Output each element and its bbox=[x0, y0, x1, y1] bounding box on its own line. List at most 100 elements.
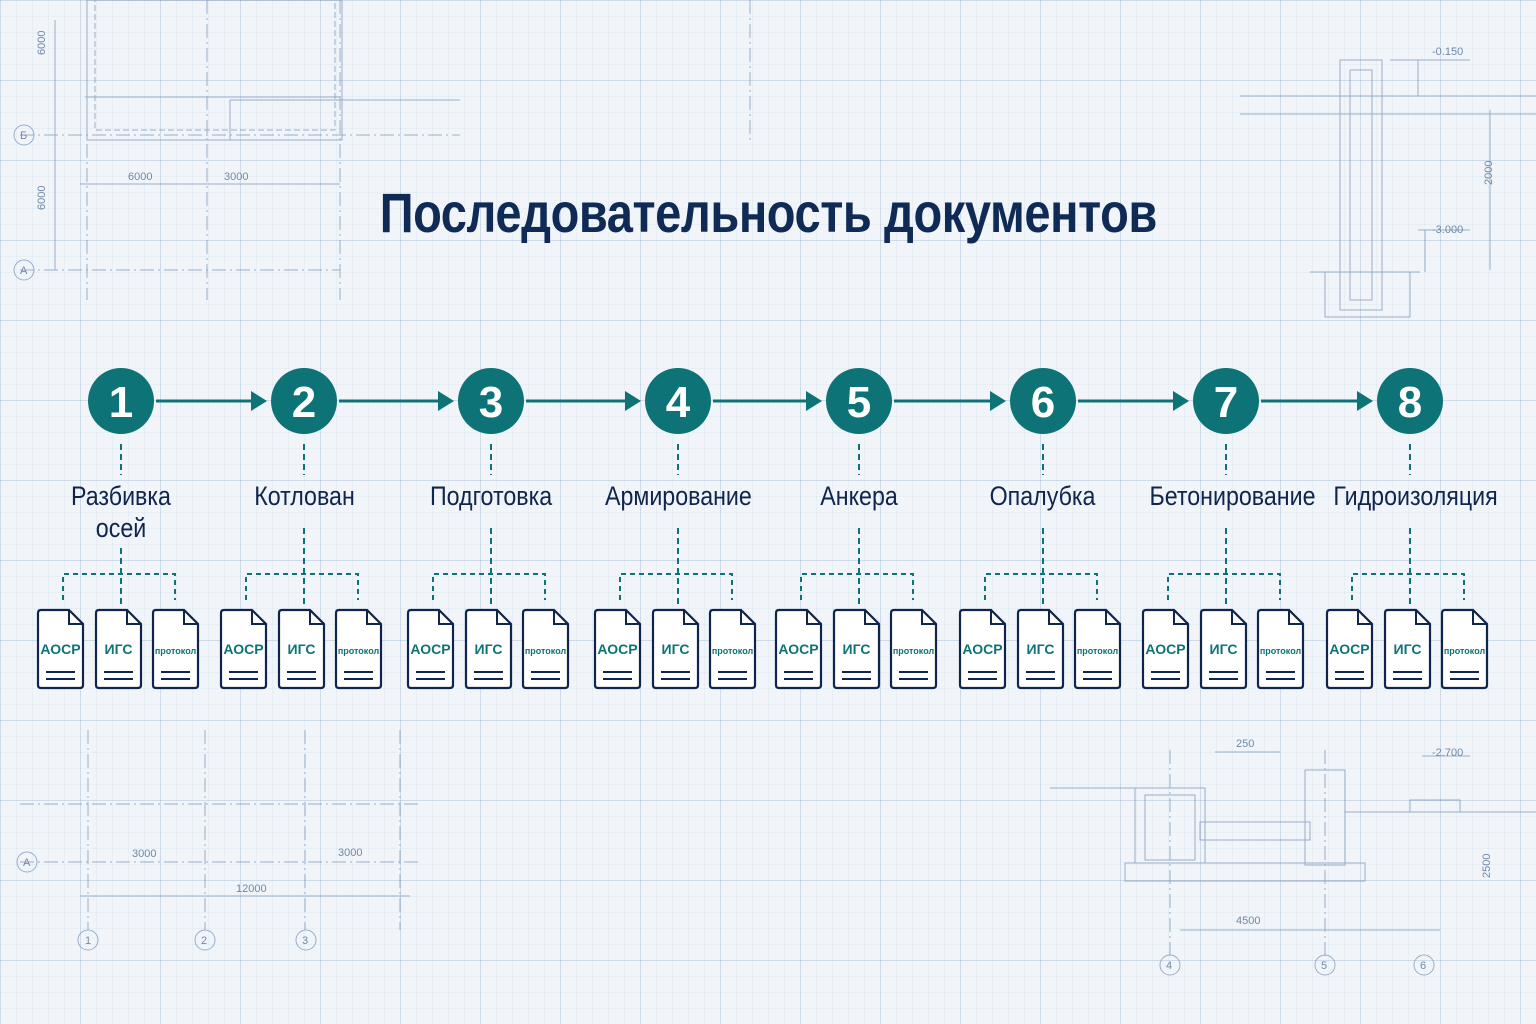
document-icon bbox=[958, 608, 1007, 690]
document-fold bbox=[990, 610, 1005, 625]
document-label: ИГС bbox=[288, 641, 316, 657]
step-label-text: Разбивка осей bbox=[71, 481, 171, 543]
document-label: протокол bbox=[893, 646, 935, 656]
step-label: Бетонирование bbox=[1136, 480, 1316, 512]
document-fold bbox=[1288, 610, 1303, 625]
step-circle bbox=[271, 368, 337, 434]
step-number: 1 bbox=[109, 378, 133, 427]
step-circle bbox=[1010, 368, 1076, 434]
document-icon bbox=[651, 608, 700, 690]
document-fold bbox=[740, 610, 755, 625]
document-bracket bbox=[1167, 573, 1281, 600]
arrow-head-icon bbox=[1173, 391, 1189, 411]
svg-text:5: 5 bbox=[1321, 960, 1327, 972]
step-label: Гидроизоляция bbox=[1320, 480, 1500, 512]
document-bracket bbox=[1351, 573, 1465, 600]
svg-text:4500: 4500 bbox=[1236, 915, 1260, 927]
document-label: ИГС bbox=[1210, 641, 1238, 657]
svg-text:4: 4 bbox=[1166, 960, 1172, 972]
step-label-text: Гидроизоляция bbox=[1333, 481, 1498, 511]
document-icon bbox=[1199, 608, 1248, 690]
document-icon bbox=[406, 608, 455, 690]
step-label-text: Анкера bbox=[820, 481, 898, 511]
svg-text:А: А bbox=[23, 857, 31, 869]
step-circle bbox=[1377, 368, 1443, 434]
document-bracket bbox=[800, 573, 914, 600]
document-fold bbox=[438, 610, 453, 625]
document-bracket bbox=[984, 573, 1098, 600]
document-icon bbox=[277, 608, 326, 690]
svg-text:6000: 6000 bbox=[36, 186, 48, 210]
document-fold bbox=[553, 610, 568, 625]
document-icon bbox=[1016, 608, 1065, 690]
document-bracket bbox=[245, 573, 359, 600]
svg-text:2000: 2000 bbox=[1483, 161, 1495, 185]
step-circle bbox=[826, 368, 892, 434]
svg-text:-2.700: -2.700 bbox=[1432, 747, 1463, 759]
arrow-head-icon bbox=[625, 391, 641, 411]
document-fold bbox=[1048, 610, 1063, 625]
document-label: протокол bbox=[712, 646, 754, 656]
step-label: Анкера bbox=[769, 480, 949, 512]
step-number: 4 bbox=[666, 378, 691, 427]
document-fold bbox=[183, 610, 198, 625]
document-fold bbox=[1231, 610, 1246, 625]
document-label: ИГС bbox=[843, 641, 871, 657]
document-fold bbox=[1415, 610, 1430, 625]
step-label-text: Армирование bbox=[604, 481, 752, 511]
document-label: АОСР bbox=[410, 641, 450, 657]
document-label: ИГС bbox=[1394, 641, 1422, 657]
document-label: АОСР bbox=[962, 641, 1002, 657]
document-bracket bbox=[62, 573, 176, 600]
svg-text:А: А bbox=[20, 265, 28, 277]
document-label: протокол bbox=[525, 646, 567, 656]
svg-text:6: 6 bbox=[1420, 960, 1426, 972]
document-icon bbox=[832, 608, 881, 690]
document-label: протокол bbox=[338, 646, 380, 656]
document-label: ИГС bbox=[662, 641, 690, 657]
svg-text:3000: 3000 bbox=[224, 171, 248, 183]
arrow-head-icon bbox=[251, 391, 267, 411]
document-fold bbox=[366, 610, 381, 625]
step-label: Подготовка bbox=[401, 480, 581, 512]
svg-text:-0.150: -0.150 bbox=[1432, 46, 1463, 58]
document-bracket bbox=[619, 573, 733, 600]
document-fold bbox=[1105, 610, 1120, 625]
arrow-head-icon bbox=[438, 391, 454, 411]
step-label-text: Котлован bbox=[253, 481, 355, 511]
document-label: протокол bbox=[1444, 646, 1486, 656]
document-icon bbox=[708, 608, 757, 690]
svg-text:2: 2 bbox=[201, 935, 207, 947]
step-number: 5 bbox=[847, 378, 871, 427]
step-circle bbox=[645, 368, 711, 434]
document-label: ИГС bbox=[1027, 641, 1055, 657]
document-label: протокол bbox=[155, 646, 197, 656]
document-label: ИГС bbox=[475, 641, 503, 657]
document-icon bbox=[774, 608, 823, 690]
document-label: АОСР bbox=[1145, 641, 1185, 657]
svg-text:6000: 6000 bbox=[128, 171, 152, 183]
step-label: Армирование bbox=[588, 480, 768, 512]
document-bracket bbox=[432, 573, 546, 600]
document-label: АОСР bbox=[778, 641, 818, 657]
svg-text:3: 3 bbox=[302, 935, 308, 947]
document-label: протокол bbox=[1077, 646, 1119, 656]
document-icon bbox=[219, 608, 268, 690]
step-circle bbox=[1193, 368, 1259, 434]
step-number: 3 bbox=[479, 378, 503, 427]
step-label: Котлован bbox=[214, 480, 394, 512]
svg-text:3000: 3000 bbox=[132, 848, 156, 860]
document-icon bbox=[334, 608, 383, 690]
step-number: 6 bbox=[1031, 378, 1055, 427]
document-icon bbox=[889, 608, 938, 690]
document-fold bbox=[251, 610, 266, 625]
document-label: АОСР bbox=[597, 641, 637, 657]
step-number: 7 bbox=[1214, 378, 1238, 427]
document-icon bbox=[36, 608, 85, 690]
arrow-head-icon bbox=[806, 391, 822, 411]
svg-text:2500: 2500 bbox=[1481, 854, 1493, 878]
document-fold bbox=[683, 610, 698, 625]
step-circle bbox=[458, 368, 524, 434]
